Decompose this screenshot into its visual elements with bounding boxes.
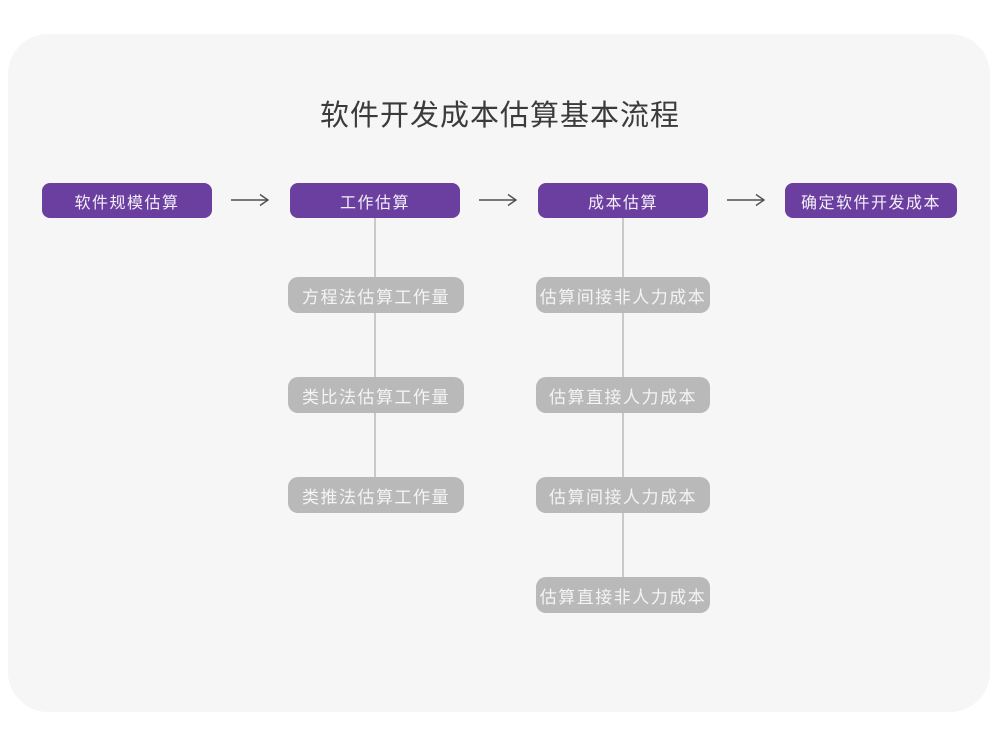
- node-work-estimation: 工作估算: [290, 183, 460, 218]
- node-analogy-method: 类比法估算工作量: [288, 377, 464, 413]
- node-direct-nonlabor-cost: 估算直接非人力成本: [536, 577, 710, 613]
- node-software-scale-estimation: 软件规模估算: [42, 183, 212, 218]
- connector-work-column: [374, 218, 376, 480]
- node-direct-labor-cost: 估算直接人力成本: [536, 377, 710, 413]
- arrow-right-icon: [727, 193, 766, 207]
- arrow-right-icon: [479, 193, 518, 207]
- node-indirect-nonlabor-cost: 估算间接非人力成本: [536, 277, 710, 313]
- diagram-title: 软件开发成本估算基本流程: [319, 100, 680, 132]
- node-indirect-labor-cost: 估算间接人力成本: [536, 477, 710, 513]
- arrow-right-icon: [231, 193, 270, 207]
- node-determine-dev-cost: 确定软件开发成本: [785, 183, 957, 218]
- node-equation-method: 方程法估算工作量: [288, 277, 464, 313]
- diagram-card-background: [8, 34, 990, 712]
- node-extrapolation-method: 类推法估算工作量: [288, 477, 464, 513]
- node-cost-estimation: 成本估算: [538, 183, 708, 218]
